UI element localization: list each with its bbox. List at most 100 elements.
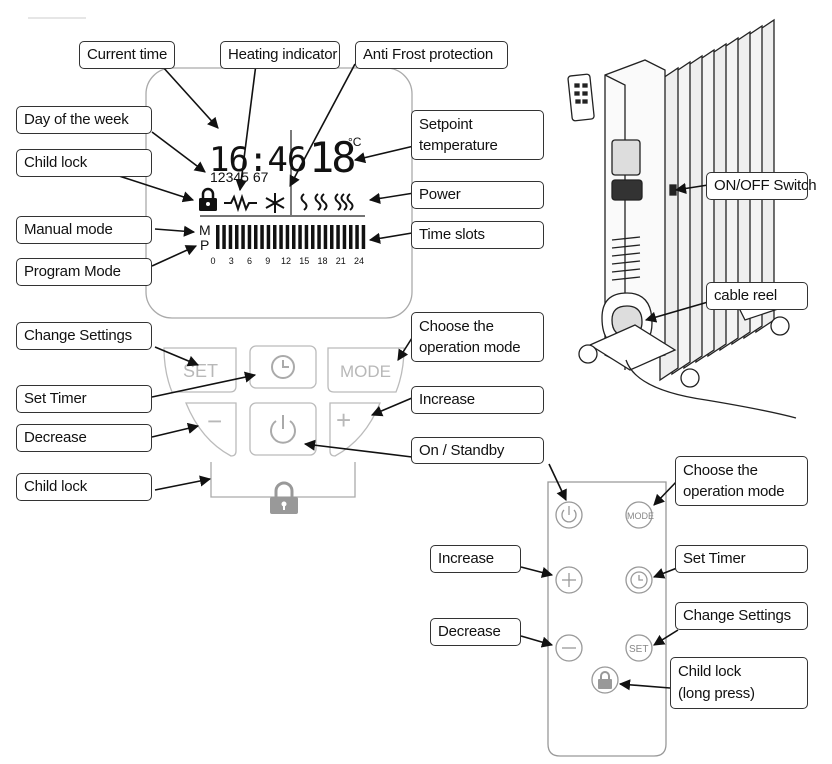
lcd-mode-manual: M (199, 222, 211, 238)
remote-callout-decrease: Decrease (430, 618, 521, 646)
heater-illustration (567, 18, 797, 419)
time-slot-bar (292, 225, 296, 249)
mode-button-label: MODE (340, 362, 391, 381)
clock-icon (271, 355, 295, 379)
callout-setpoint: Setpoint temperature (411, 110, 544, 160)
remote-callout-increase: Increase (430, 545, 521, 573)
time-slot-bar (254, 225, 258, 249)
time-slot-bar (298, 225, 302, 249)
plus-label: + (336, 405, 351, 435)
callout-day-of-week: Day of the week (16, 106, 152, 134)
child-lock-bracket (210, 462, 356, 498)
callout-onoff-switch: ON/OFF Switch (706, 172, 817, 200)
remote-callout-change-settings: Change Settings (675, 602, 808, 630)
callout-on-standby: On / Standby (411, 437, 544, 464)
callout-set-timer: Set Timer (16, 385, 152, 413)
time-slot-bar (285, 225, 290, 249)
time-slot-bar (336, 225, 340, 249)
callout-change-settings: Change Settings (16, 322, 152, 350)
increase-button[interactable] (329, 402, 381, 457)
remote-set-button[interactable] (625, 634, 653, 662)
hour-label: 24 (354, 256, 364, 266)
callout-time-slots: Time slots (411, 221, 544, 249)
hour-label: 6 (247, 256, 252, 266)
hour-label: 18 (317, 256, 327, 266)
time-slot-bar (330, 225, 334, 249)
hour-label: 9 (265, 256, 270, 266)
time-slot-bar (355, 225, 359, 249)
hour-label: 12 (281, 256, 291, 266)
power-icon (270, 415, 296, 444)
remote-mode-label: MODE (627, 511, 654, 521)
time-slot-bar (260, 225, 264, 249)
lcd-power-icon (300, 193, 354, 211)
lcd-time: 16:46 (209, 140, 306, 180)
remote-callout-child-lock-line1: Child lock (678, 663, 742, 680)
remote-body (547, 481, 667, 757)
callout-anti-frost: Anti Frost protection (355, 41, 508, 69)
callout-child-lock: Child lock (16, 149, 152, 177)
lcd-mode-program: P (200, 237, 209, 253)
remote-increase-button[interactable] (555, 566, 583, 594)
time-slot-bar (349, 225, 353, 249)
time-slot-bar (323, 225, 328, 249)
lcd-hour-labels: 0 3 6 9 12 15 18 21 24 (210, 256, 364, 266)
panel-lock-icon[interactable] (270, 481, 298, 514)
callout-power: Power (411, 181, 544, 209)
hour-label: 15 (299, 256, 309, 266)
remote-callout-choose-mode-line2: operation mode (683, 483, 785, 500)
time-slot-bar (311, 225, 315, 249)
lcd-time-slot-bars (216, 225, 366, 249)
callout-manual-mode: Manual mode (16, 216, 152, 244)
callout-program-mode: Program Mode (16, 258, 152, 286)
remote-callout-child-lock: Child lock (long press) (670, 657, 808, 709)
remote-callout-set-timer: Set Timer (675, 545, 808, 573)
callout-setpoint-line2: temperature (419, 137, 498, 154)
set-button-label: SET (183, 361, 218, 381)
callout-child-lock-bottom: Child lock (16, 473, 152, 501)
time-slot-bar (317, 225, 321, 249)
time-slot-bar (235, 225, 239, 249)
lcd-heating-icon (224, 193, 257, 213)
lcd-unit: °C (348, 135, 362, 149)
time-slot-bar (273, 225, 277, 249)
callout-heating-indicator: Heating indicator (220, 41, 340, 69)
time-slot-bar (361, 225, 366, 249)
lcd-lock-icon (199, 187, 217, 211)
hour-label: 3 (229, 256, 234, 266)
remote-set-label: SET (629, 644, 648, 655)
time-slot-bar (304, 225, 309, 249)
hour-label: 21 (336, 256, 346, 266)
callout-choose-mode: Choose the operation mode (411, 312, 544, 362)
lcd-temperature: 18 (309, 133, 354, 182)
remote-lock-button[interactable] (591, 666, 619, 694)
callout-setpoint-line1: Setpoint (419, 116, 473, 133)
display-panel (145, 67, 413, 319)
time-slot-bar (247, 225, 252, 249)
remote-timer-button[interactable] (625, 566, 653, 594)
lcd-days: 12345 67 (210, 169, 269, 185)
remote-mode-button[interactable] (625, 501, 653, 529)
hour-label: 0 (210, 256, 215, 266)
time-slot-bar (228, 225, 233, 249)
callout-current-time: Current time (79, 41, 175, 69)
time-slot-bar (222, 225, 226, 249)
time-slot-bar (266, 225, 271, 249)
time-slot-bar (342, 225, 347, 249)
remote-callout-choose-mode: Choose the operation mode (675, 456, 808, 506)
callout-decrease: Decrease (16, 424, 152, 452)
remote-power-button[interactable] (555, 501, 583, 529)
remote-decrease-button[interactable] (555, 634, 583, 662)
callout-choose-mode-line1: Choose the (419, 318, 494, 335)
callout-increase: Increase (411, 386, 544, 414)
time-slot-bar (216, 225, 220, 249)
time-slot-bar (279, 225, 283, 249)
time-slot-bar (241, 225, 245, 249)
remote-callout-child-lock-line2: (long press) (678, 685, 755, 702)
callout-choose-mode-line2: operation mode (419, 339, 521, 356)
minus-label: − (207, 406, 222, 436)
remote-callout-choose-mode-line1: Choose the (683, 462, 758, 479)
lcd-snowflake-icon (265, 193, 285, 213)
callout-cable-reel: cable reel (706, 282, 808, 310)
